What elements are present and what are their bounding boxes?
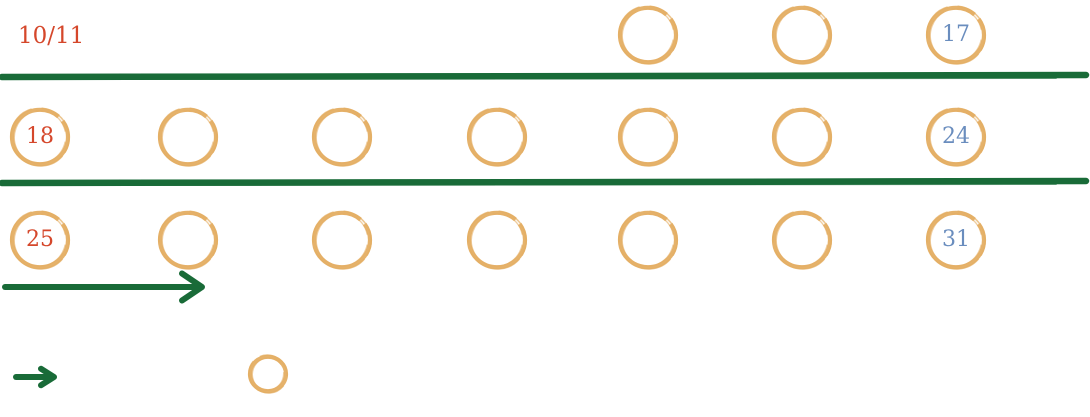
day-circle-icon [617, 210, 679, 270]
day-number: 17 [942, 22, 970, 47]
day-circle-icon [157, 210, 219, 270]
day-circle-icon [617, 107, 679, 167]
week-divider-line-texture [11, 183, 1057, 186]
legend-circle-icon [247, 354, 289, 394]
day-circle-icon [771, 107, 833, 167]
month-label: 10/11 [18, 23, 85, 49]
day-circle-icon [466, 107, 528, 167]
day-circle-icon [311, 107, 373, 167]
day-circle-icon [925, 5, 987, 65]
day-circle-icon [466, 210, 528, 270]
legend-arrow-icon [13, 365, 57, 389]
day-number: 18 [26, 124, 54, 149]
week-divider-line [0, 71, 1090, 81]
day-circle-icon [9, 107, 71, 167]
week-divider-line [0, 177, 1090, 187]
day-circle-icon [925, 210, 987, 270]
day-number: 31 [942, 227, 970, 252]
week-arrow-icon [2, 270, 205, 304]
day-number: 25 [26, 227, 54, 252]
day-circle-icon [617, 5, 679, 65]
day-circle-icon [771, 210, 833, 270]
day-number: 24 [942, 124, 970, 149]
day-circle-icon [157, 107, 219, 167]
day-circle-icon [771, 5, 833, 65]
day-circle-icon [9, 210, 71, 270]
day-circle-icon [925, 107, 987, 167]
day-circle-icon [311, 210, 373, 270]
week-divider-line-texture [11, 77, 1057, 80]
